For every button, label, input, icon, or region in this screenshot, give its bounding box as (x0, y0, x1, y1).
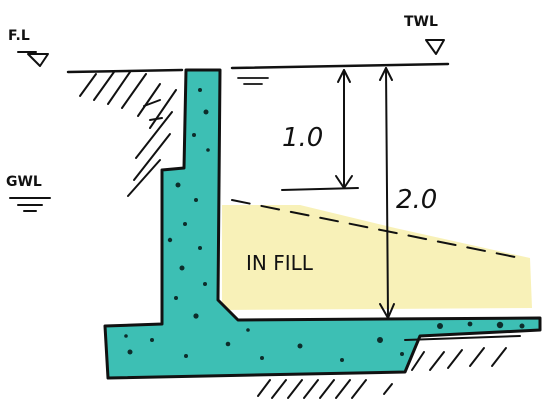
water-ripple (237, 77, 269, 85)
ground-water-line (231, 199, 521, 259)
ground-level-symbol (17, 51, 49, 67)
soil-hatching-bottom (257, 347, 507, 399)
dimension-short (281, 69, 359, 191)
dimension-short-label: 1.0 (282, 123, 323, 153)
top-water-level-label: TWL (404, 14, 438, 30)
dimension-long-label: 2.0 (396, 185, 437, 215)
ground-water-level-label: GWL (6, 174, 42, 190)
soil-hatching-left (79, 71, 177, 197)
infill-region (222, 205, 532, 310)
concrete-wall (103, 68, 542, 380)
ground-surface-left (66, 68, 184, 74)
ground-water-level-symbol (9, 197, 51, 212)
top-water-level-symbol (425, 39, 445, 55)
dimension-long (379, 67, 395, 319)
foundation-ground (404, 335, 521, 341)
concrete-aggregate (124, 88, 525, 362)
infill-label: IN FILL (246, 251, 314, 275)
ground-level-label: F.L (8, 28, 30, 44)
water-surface-line (230, 62, 450, 70)
